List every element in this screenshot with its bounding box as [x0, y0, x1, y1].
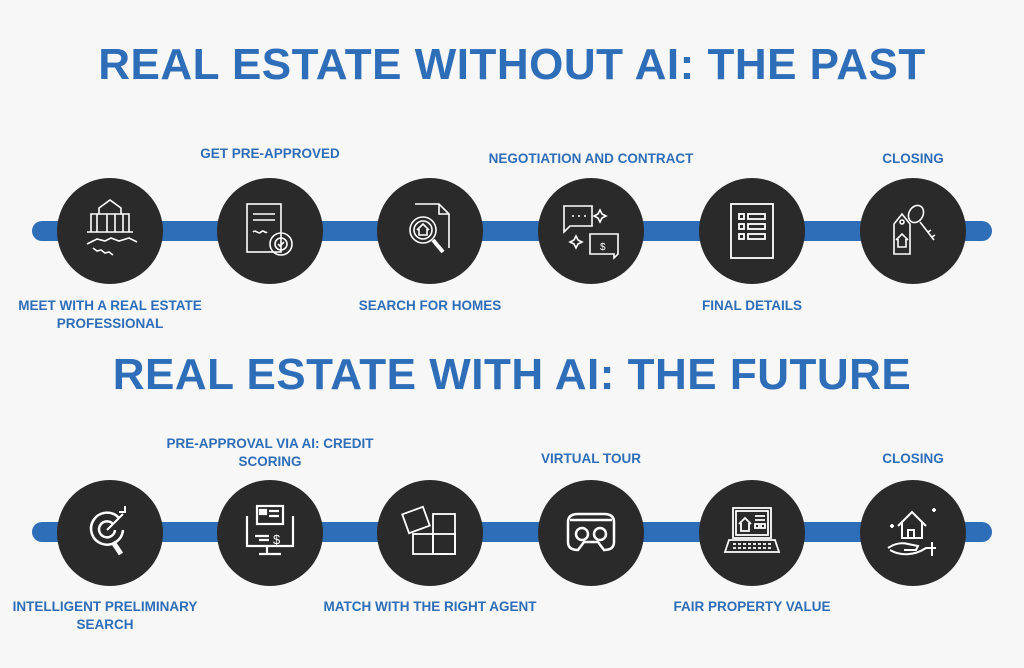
puzzle-icon: [401, 505, 456, 555]
vr-headset-icon: [566, 512, 616, 552]
past-step-2-label: GET PRE-APPROVED: [200, 146, 340, 161]
past-step-1-label: MEET WITH A REAL ESTATE PROFESSIONAL: [18, 298, 202, 331]
past-step-3-node: [377, 178, 483, 284]
house-handshake-icon: [86, 199, 138, 256]
house-key-tag-icon: [893, 204, 936, 255]
future-step-3-label: MATCH WITH THE RIGHT AGENT: [323, 599, 537, 614]
future-step-6-node: [860, 480, 966, 586]
future-step-4-node: [538, 480, 644, 586]
past-step-4-label: NEGOTIATION AND CONTRACT: [488, 151, 694, 166]
hand-house-icon: [887, 508, 936, 556]
past-step-5-label: FINAL DETAILS: [702, 298, 802, 313]
svg-text:$: $: [600, 242, 606, 253]
future-step-4-label: VIRTUAL TOUR: [540, 451, 641, 466]
checklist-document-icon: [730, 203, 774, 259]
past-step-4-node: $: [538, 178, 644, 284]
future-step-6-label: CLOSING: [882, 451, 944, 466]
future-step-1-node: [57, 480, 163, 586]
target-search-icon: [89, 506, 126, 556]
future-step-1-label: INTELLIGENT PRELIMINARY SEARCH: [12, 599, 198, 632]
past-step-6-node: [860, 178, 966, 284]
future-title: REAL ESTATE WITH AI: THE FUTURE: [112, 350, 912, 399]
laptop-listing-icon: [723, 507, 781, 553]
future-timeline-bar: [32, 522, 992, 542]
future-step-5-node: [699, 480, 805, 586]
past-step-5-node: [699, 178, 805, 284]
past-step-2-node: [217, 178, 323, 284]
future-step-2-node: $: [217, 480, 323, 586]
future-step-3-node: [377, 480, 483, 586]
past-step-3-label: SEARCH FOR HOMES: [358, 298, 502, 313]
past-title: REAL ESTATE WITHOUT AI: THE PAST: [98, 40, 926, 89]
future-step-2-label: PRE-APPROVAL VIA AI: CREDIT SCORING: [166, 436, 374, 469]
past-timeline-bar: [32, 221, 992, 241]
monitor-credit-card-icon: $: [245, 504, 295, 556]
future-step-5-label: FAIR PROPERTY VALUE: [673, 599, 831, 614]
certificate-approved-icon: [246, 203, 293, 256]
past-step-6-label: CLOSING: [882, 151, 944, 166]
search-house-document-icon: [409, 203, 450, 254]
past-step-1-node: [57, 178, 163, 284]
chat-dollar-icon: $: [563, 205, 619, 260]
svg-text:$: $: [273, 532, 281, 547]
